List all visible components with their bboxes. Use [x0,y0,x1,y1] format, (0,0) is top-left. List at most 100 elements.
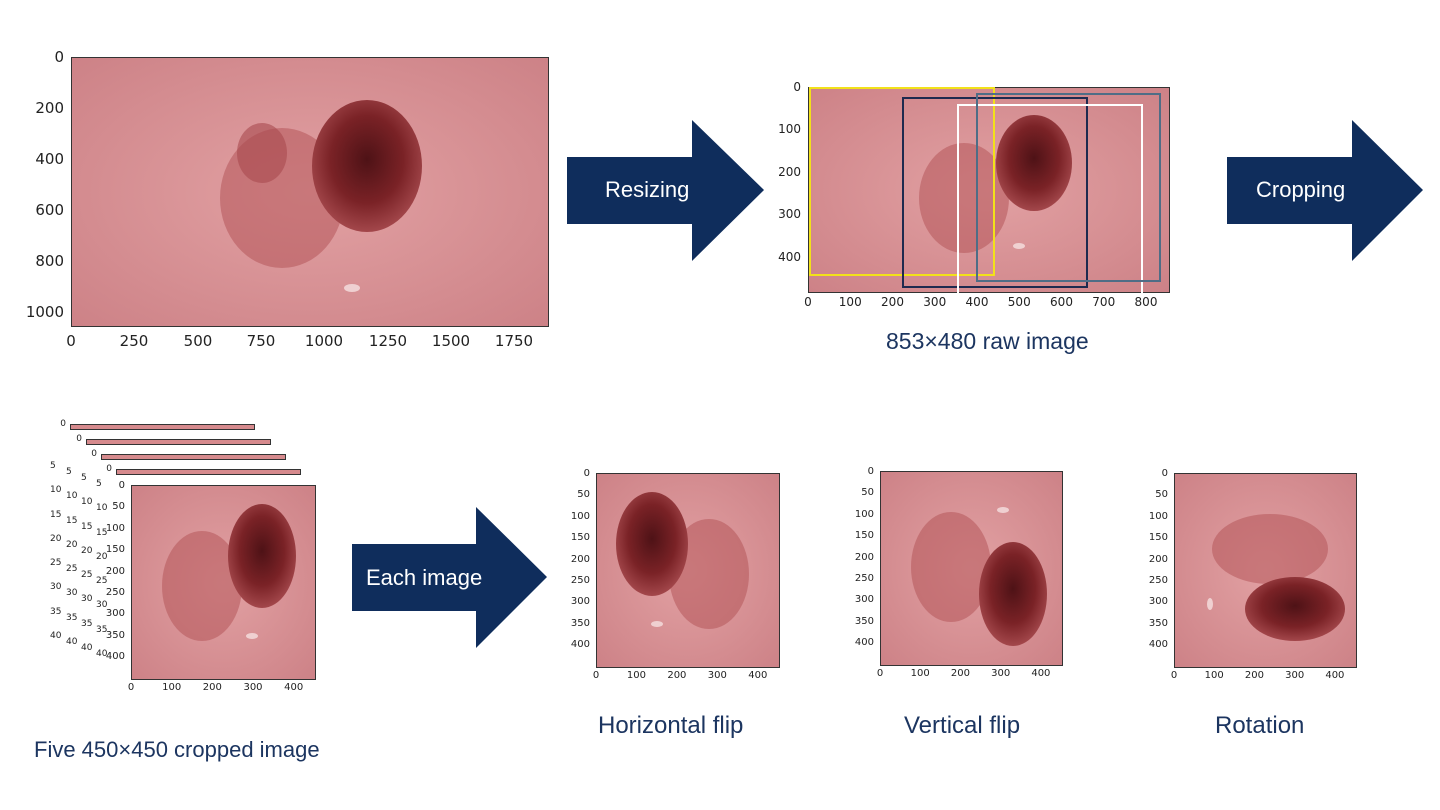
resized-x-tick-label: 500 [1007,295,1031,309]
hflip-lesion-photo [597,474,779,667]
original-y-tick-label: 1000 [25,303,64,321]
hflip-y-tick-label: 100 [570,510,590,522]
stack-side-tick-label: 35 [50,606,62,617]
stack-side-tick-label: 20 [66,539,78,550]
original-x-tick-label: 1750 [494,332,534,350]
vflip-x-tick-label: 300 [991,668,1011,679]
vertical-flip-image [880,471,1063,666]
cropped-caption: Five 450×450 cropped image [34,737,320,762]
hflip-y-tick-label: 50 [577,489,590,501]
rot-x-tick-label: 0 [1170,670,1178,681]
stack-side-tick-label: 40 [66,637,78,647]
stack-top-tick-label: 0 [76,434,82,444]
stack-side-tick-label: 35 [81,618,93,629]
crop-y-tick-label: 100 [105,522,125,534]
resized-x-tick-label: 300 [923,295,947,309]
vflip-lesion-photo [881,472,1062,665]
resized-y-tick-label: 400 [778,250,801,264]
original-y-tick-label: 0 [54,48,64,66]
hflip-x-tick-label: 200 [667,670,687,681]
original-x-tick-label: 1000 [304,332,344,350]
stack-side-tick-label: 30 [96,600,108,611]
rot-x-tick-label: 200 [1244,670,1264,681]
stack-side-tick-label: 15 [96,527,108,538]
hflip-y-tick-label: 250 [570,574,590,586]
crop-x-tick-label: 0 [127,682,135,693]
cropped-image-front [131,485,316,680]
resized-image [808,87,1170,293]
hflip-x-tick-label: 100 [626,670,646,681]
stack-side-tick-label: 40 [81,643,93,653]
vflip-y-tick-label: 0 [867,466,874,477]
cropped-lesion-photo [132,486,315,679]
stack-side-tick-label: 5 [81,473,87,483]
stack-side-tick-label: 30 [81,594,93,605]
vflip-y-tick-label: 100 [854,508,874,520]
resized-y-tick-label: 0 [793,80,801,94]
skin-lesion-photo [72,58,548,326]
stack-side-tick-label: 10 [81,497,93,508]
original-y-tick-label: 400 [35,150,64,168]
resized-y-tick-label: 200 [778,165,801,179]
cropping-label: Cropping [1256,177,1346,202]
original-x-tick-label: 0 [66,332,76,350]
resized-x-tick-label: 200 [881,295,904,309]
cropping-arrow [1227,120,1423,261]
original-y-tick-label: 600 [35,201,64,219]
vflip-x-tick-label: 0 [876,668,884,679]
stack-side-tick-label: 10 [96,503,108,514]
hflip-y-tick-label: 200 [570,553,590,565]
vflip-x-tick-label: 400 [1031,668,1051,679]
resized-x-tick-label: 100 [838,295,862,309]
stacked-crop-2 [86,439,271,445]
resized-x-tick-label: 600 [1050,295,1073,309]
hflip-y-tick-label: 350 [570,617,590,629]
horizontal-flip-image [596,473,780,668]
crop-y-tick-label: 200 [105,565,125,577]
stack-side-tick-label: 20 [81,545,93,556]
crop-y-tick-label: 300 [105,608,125,620]
original-x-tick-label: 750 [246,332,276,350]
hflip-x-tick-label: 300 [707,670,727,681]
stack-side-tick-label: 20 [50,533,62,544]
original-image [71,57,549,327]
stack-side-tick-label: 30 [50,582,62,593]
rot-y-tick-label: 400 [1148,639,1168,650]
resized-x-tick-label: 0 [804,295,812,309]
resized-y-tick-label: 300 [778,207,801,221]
vflip-x-tick-label: 200 [950,668,970,679]
original-x-tick-label: 1500 [431,332,471,350]
rot-y-tick-label: 150 [1148,532,1168,544]
rot-x-tick-label: 400 [1325,670,1345,681]
hflip-y-tick-label: 150 [570,532,590,544]
stack-side-tick-label: 15 [66,515,78,526]
rotation-caption: Rotation [1215,712,1305,739]
stack-side-tick-label: 15 [50,509,62,520]
vflip-y-tick-label: 250 [854,572,874,584]
crop-x-tick-label: 100 [162,682,182,693]
stack-side-tick-label: 30 [66,588,78,599]
vflip-y-tick-label: 50 [861,487,874,499]
resized-x-tick-label: 700 [1092,295,1116,309]
stacked-crop-1 [70,424,255,430]
resized-lesion-photo [809,88,1169,292]
stack-side-tick-label: 10 [50,485,62,496]
each-image-arrow [352,507,547,648]
stack-side-tick-label: 5 [66,467,72,477]
resizing-label: Resizing [605,177,690,202]
stack-side-tick-label: 40 [50,631,62,641]
rotation-image [1174,473,1357,668]
resized-x-tick-label: 800 [1134,295,1158,309]
stack-side-tick-label: 25 [81,570,93,581]
vflip-y-tick-label: 200 [854,551,874,563]
hflip-x-tick-label: 0 [592,670,600,681]
stack-top-tick-label: 0 [60,419,66,429]
stack-side-tick-label: 10 [66,491,78,502]
crop-y-tick-label: 50 [112,501,125,513]
original-x-tick-label: 1250 [368,332,408,350]
stack-side-tick-label: 5 [50,461,56,471]
rot-y-tick-label: 350 [1148,617,1168,629]
vflip-y-tick-label: 150 [854,530,874,542]
rot-y-tick-label: 100 [1148,510,1168,522]
stack-side-tick-label: 40 [96,649,108,659]
